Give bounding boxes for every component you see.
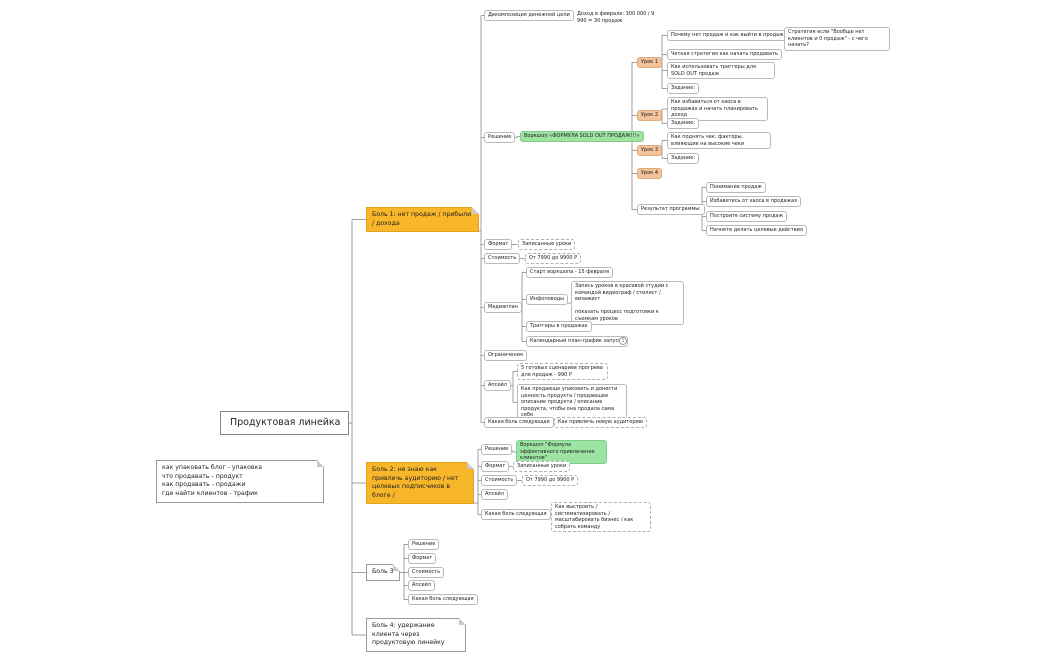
lesson-2-topic-a[interactable]: Как избавиться от хаоса в продажах и нач…: [667, 97, 768, 121]
pain-3-node[interactable]: Боль 3: [366, 564, 400, 581]
lesson-2-task[interactable]: Задание:: [667, 118, 700, 129]
pain-3-price[interactable]: Стоимость: [408, 567, 445, 578]
format-node-2[interactable]: Формат: [481, 461, 510, 472]
root-node[interactable]: Продуктовая линейка: [220, 411, 349, 435]
next-pain-node-2[interactable]: Какая боль следующая: [481, 509, 551, 520]
next-pain-value[interactable]: Как привлечь новую аудиторию: [554, 417, 647, 428]
price-node-2[interactable]: Стоимость: [481, 475, 518, 486]
program-results-node[interactable]: Результат программы:: [637, 204, 705, 215]
pain-4-node[interactable]: Боль 4: удержание клиента через продукто…: [366, 618, 466, 652]
attachment-count-badge[interactable]: 1: [619, 337, 627, 345]
media-newsworthy-detail[interactable]: Запись уроков в красивой студии с команд…: [571, 281, 684, 325]
lesson-1-node[interactable]: Урок 1: [637, 57, 663, 68]
income-goal-text[interactable]: Доход в феврале: 300 000 / 9 990 = 30 пр…: [577, 11, 655, 24]
upsell-node-2[interactable]: Апсейл: [481, 489, 508, 500]
pain-1-node[interactable]: Боль 1: нет продаж / прибыли / дохода: [366, 207, 479, 232]
price-node[interactable]: Стоимость: [484, 253, 521, 264]
lesson-3-topic-a[interactable]: Как поднять чек: факторы, влияющие на вы…: [667, 132, 771, 150]
media-calendar[interactable]: Календарный план-график запуска: [526, 336, 629, 347]
decomposition-node[interactable]: Декомпозиция денежной цели: [484, 10, 574, 21]
result-1[interactable]: Понимание продаж: [706, 182, 766, 193]
result-4[interactable]: Начнете делать целевые действия: [706, 225, 807, 236]
lesson-1-strategy[interactable]: Стратегия если "Вообще нет клиентов и 0 …: [784, 27, 890, 51]
pain-3-next-pain[interactable]: Какая боль следующая: [408, 594, 478, 605]
format-value[interactable]: Записанные уроки: [518, 239, 576, 250]
sticky-note[interactable]: как упаковать блог - упаковка что продав…: [156, 460, 324, 503]
upsell-option-2[interactable]: Как продающе упаковать и донести ценност…: [517, 384, 627, 421]
media-triggers[interactable]: Триггеры в продажах: [526, 321, 592, 332]
workshop-node[interactable]: Воркшоп «ФОРМУЛА SOLD OUT ПРОДАЖ!!!»: [520, 131, 644, 142]
media-start[interactable]: Старт воркшопа - 15 февраля: [526, 267, 613, 278]
solution-node-2[interactable]: Решение: [481, 444, 513, 455]
next-pain-node[interactable]: Какая боль следующая: [484, 417, 554, 428]
format-value-2[interactable]: Записанные уроки: [513, 461, 571, 472]
lesson-3-task[interactable]: Задание:: [667, 153, 700, 164]
result-2[interactable]: Избавитесь от хаоса в продажах: [706, 196, 802, 207]
workshop-node-2[interactable]: Воркшоп "Формула эффективного привлечени…: [516, 440, 607, 464]
price-value[interactable]: От 7990 до 9900 Р: [525, 253, 582, 264]
lesson-4-node[interactable]: Урок 4: [637, 168, 663, 179]
pain-2-node[interactable]: Боль 2: не знаю как привлечь аудиторию /…: [366, 462, 474, 504]
upsell-option-1[interactable]: 5 готовых сценариев прогрева для продаж …: [517, 363, 608, 381]
media-plan-node[interactable]: Медиаплан: [484, 302, 522, 313]
next-pain-value-2[interactable]: Как выстроить / систематизировать / масш…: [551, 502, 651, 533]
result-3[interactable]: Построите систему продаж: [706, 211, 788, 222]
lesson-1-task[interactable]: Задание:: [667, 83, 700, 94]
pain-3-upsell[interactable]: Апсейл: [408, 580, 435, 591]
lesson-1-topic-a[interactable]: Почему нет продаж и как выйти в продажи: [667, 30, 791, 41]
lesson-2-node[interactable]: Урок 2: [637, 110, 663, 121]
pain-3-format[interactable]: Формат: [408, 553, 437, 564]
limits-node[interactable]: Ограничения: [484, 350, 527, 361]
upsell-node[interactable]: Апсейл: [484, 380, 511, 391]
lesson-1-topic-c[interactable]: Как использовать триггеры для SOLD OUT п…: [667, 62, 775, 80]
pain-3-solution[interactable]: Решение: [408, 539, 440, 550]
solution-node[interactable]: Решение: [484, 132, 516, 143]
format-node[interactable]: Формат: [484, 239, 513, 250]
lesson-3-node[interactable]: Урок 3: [637, 145, 663, 156]
lesson-1-topic-b[interactable]: Четкая стратегия как начать продавать: [667, 49, 782, 60]
media-newsworthy[interactable]: Инфоповоды: [526, 294, 569, 305]
price-value-2[interactable]: От 7990 до 9900 Р: [522, 475, 579, 486]
